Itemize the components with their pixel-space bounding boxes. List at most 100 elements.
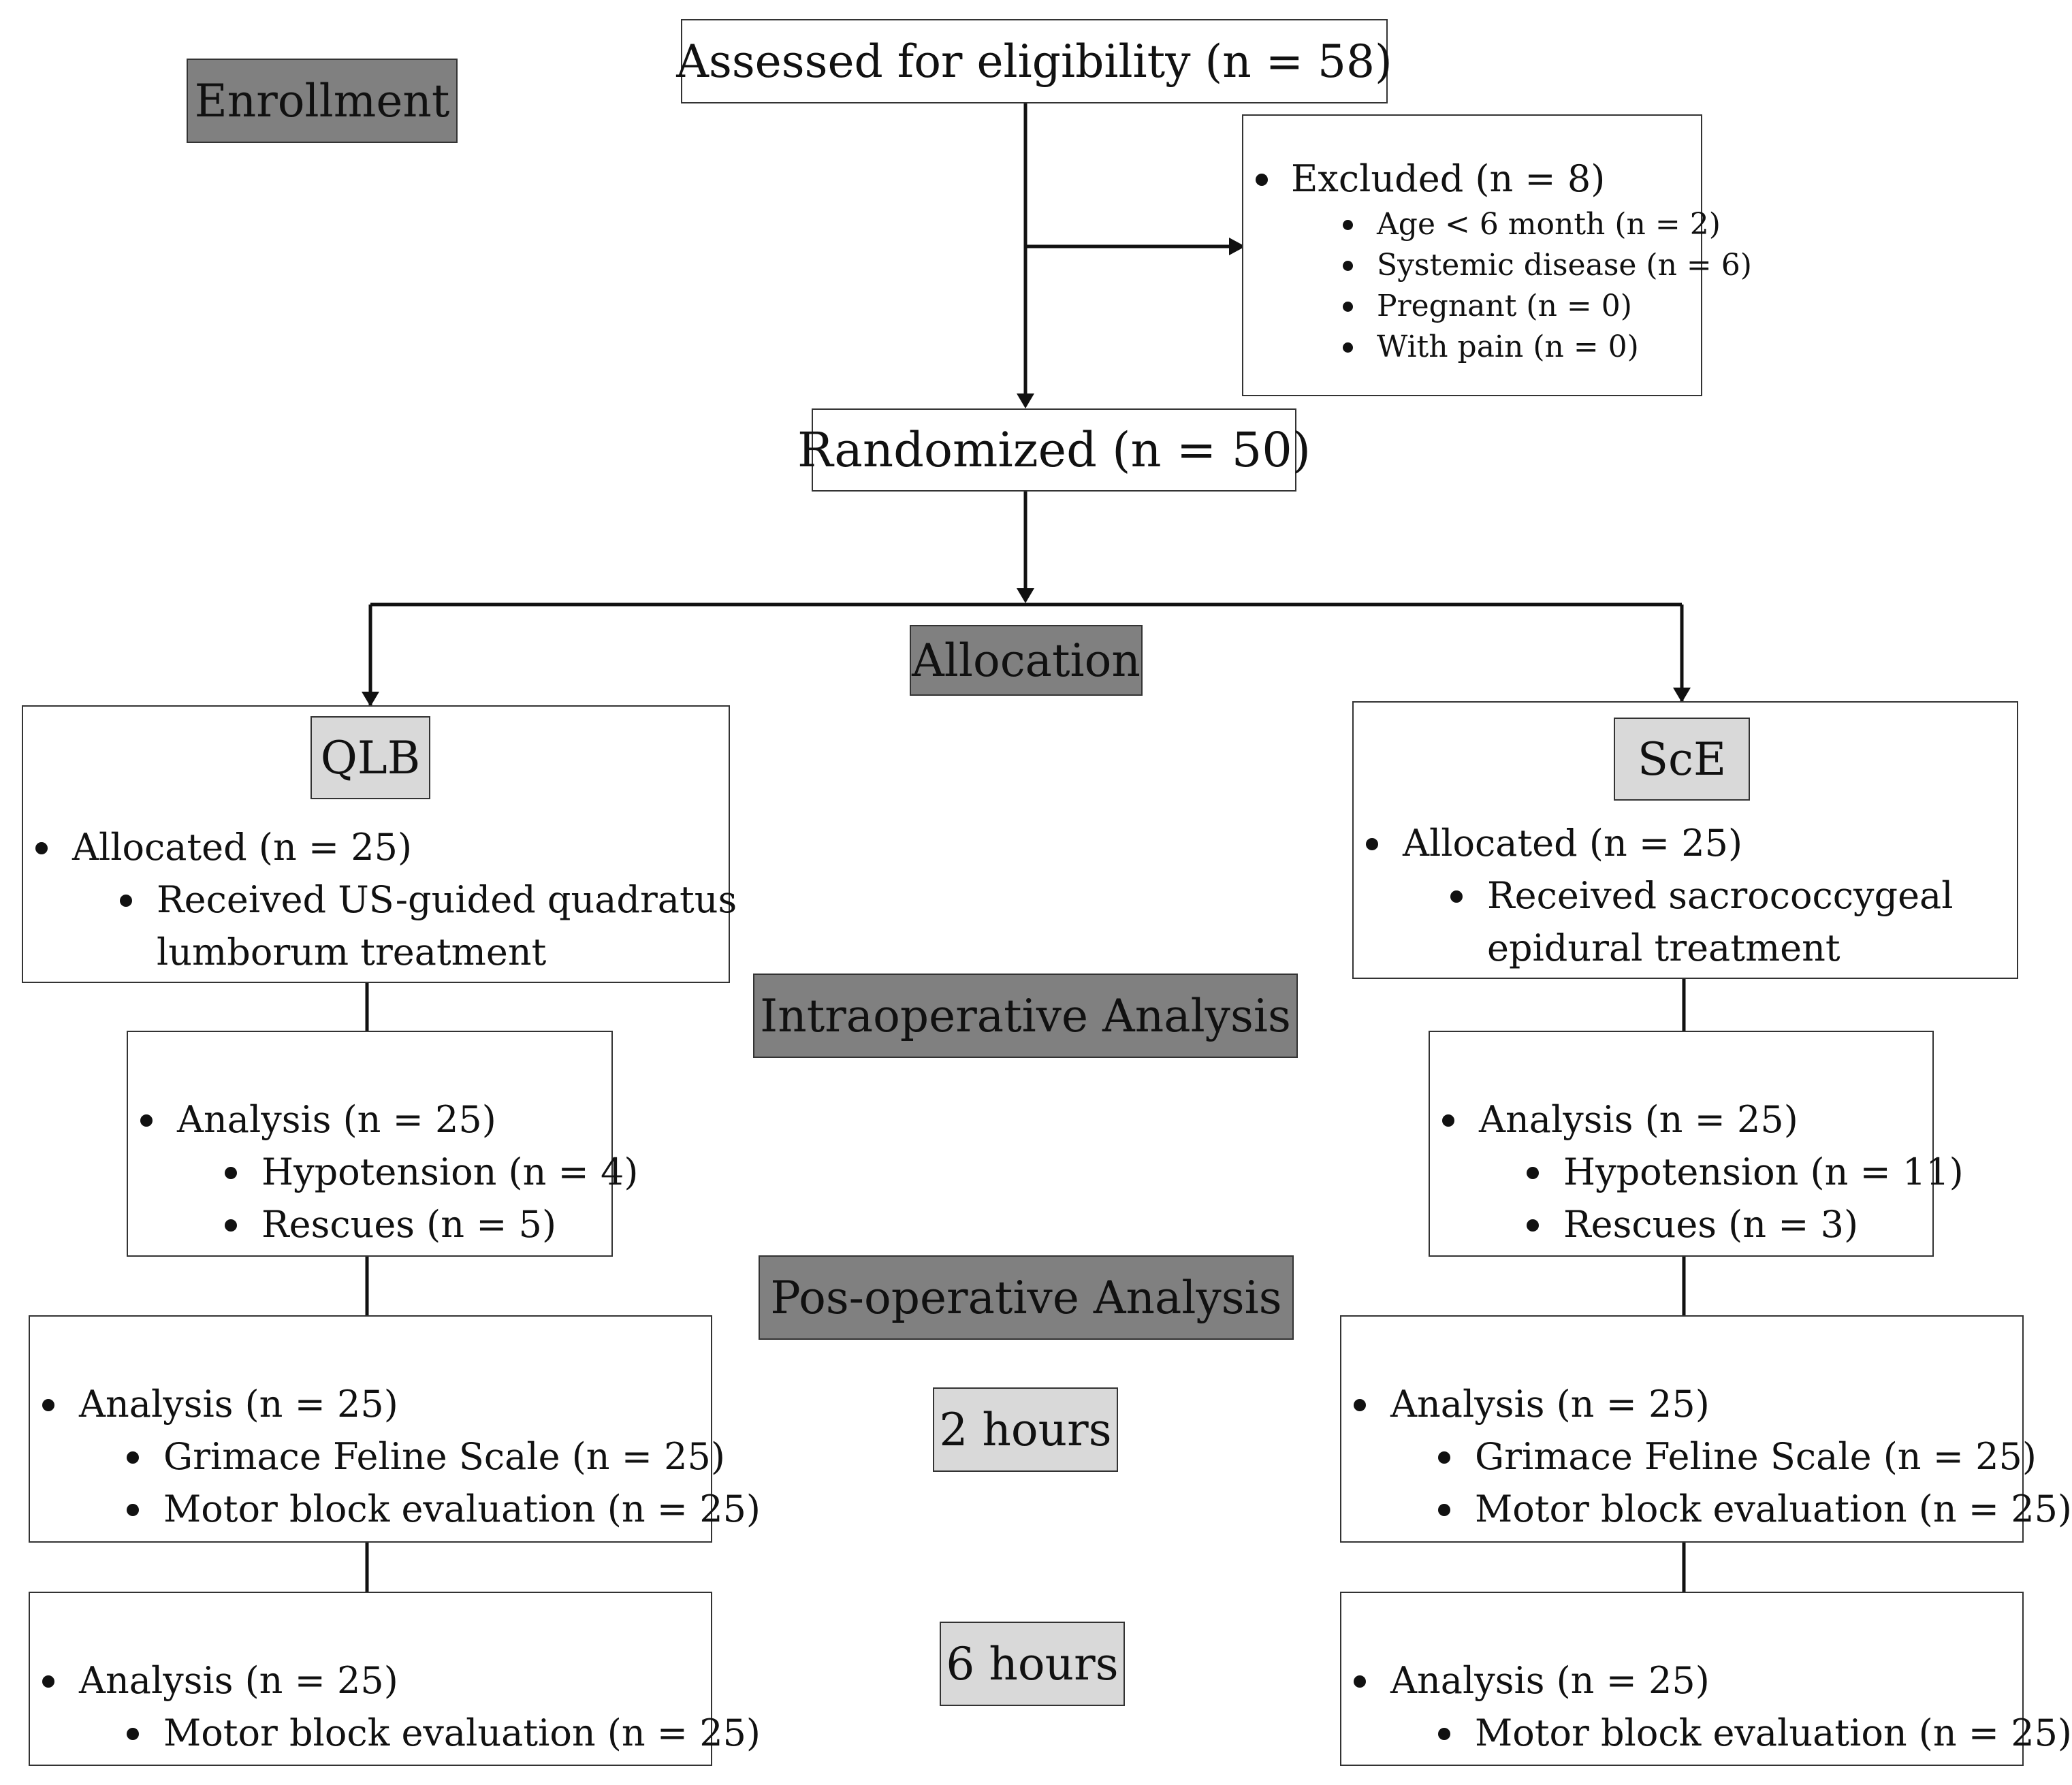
qlb-allocation-box: QLB Allocated (n = 25) Received US-guide… [22, 705, 737, 983]
sce-intraoperative-box: Analysis (n = 25) Hypotension (n = 11) R… [1429, 1031, 1964, 1257]
sce-6h-motor-text: Motor block evaluation (n = 25) [1475, 1711, 2072, 1754]
qlb-allocation-list: Allocated (n = 25) Received US-guided qu… [23, 821, 737, 978]
qlb-6h-motor: Motor block evaluation (n = 25) [30, 1707, 761, 1759]
qlb-group-label: QLB [310, 716, 430, 799]
sce-2h-grimace: Grimace Feline Scale (n = 25) [1341, 1430, 2072, 1483]
qlb-6h-box: Analysis (n = 25) Motor block evaluation… [29, 1592, 761, 1766]
sce-intra-rescues: Rescues (n = 3) [1430, 1198, 1964, 1251]
bullet-icon [1438, 1728, 1450, 1740]
sce-6h-analysis: Analysis (n = 25) [1341, 1654, 2072, 1707]
bullet-icon [35, 842, 48, 854]
sce-intra-hypotension-text: Hypotension (n = 11) [1563, 1151, 1964, 1193]
bullet-icon [1354, 1675, 1366, 1688]
qlb-2h-grimace-text: Grimace Feline Scale (n = 25) [163, 1435, 725, 1478]
sce-intra-rescues-text: Rescues (n = 3) [1563, 1203, 1859, 1246]
qlb-6h-analysis-text: Analysis (n = 25) [79, 1659, 398, 1702]
sce-received-line2: epidural treatment [1487, 927, 1840, 969]
qlb-allocated: Allocated (n = 25) [23, 821, 737, 873]
sce-2h-box: Analysis (n = 25) Grimace Feline Scale (… [1340, 1315, 2072, 1543]
qlb-intraoperative-list: Analysis (n = 25) Hypotension (n = 4) Re… [128, 1093, 638, 1251]
qlb-2h-box: Analysis (n = 25) Grimace Feline Scale (… [29, 1315, 761, 1543]
sce-6h-box: Analysis (n = 25) Motor block evaluation… [1340, 1592, 2072, 1766]
excluded-reason: Age < 6 month (n = 2) [1243, 204, 1721, 245]
bullet-icon [42, 1399, 54, 1411]
bullet-icon [127, 1728, 139, 1740]
phase-label-postoperative: Pos-operative Analysis [759, 1255, 1294, 1340]
qlb-2h-grimace: Grimace Feline Scale (n = 25) [30, 1430, 761, 1483]
bullet-icon [1527, 1167, 1539, 1179]
bullet-icon [1450, 890, 1463, 903]
randomized-text: Randomized (n = 50) [797, 422, 1311, 478]
excluded-list: Excluded (n = 8) Age < 6 month (n = 2) S… [1243, 154, 1752, 368]
bullet-icon [120, 895, 132, 907]
sce-6h-analysis-text: Analysis (n = 25) [1390, 1659, 1710, 1702]
excluded-reason: Pregnant (n = 0) [1243, 286, 1701, 327]
qlb-2h-analysis: Analysis (n = 25) [30, 1378, 761, 1430]
bullet-icon [1343, 342, 1353, 353]
bullet-icon [1366, 838, 1378, 850]
qlb-intra-hypotension: Hypotension (n = 4) [128, 1146, 638, 1198]
phase-label-enrollment: Enrollment [187, 59, 458, 143]
bullet-icon [1527, 1219, 1539, 1232]
qlb-2h-motor-text: Motor block evaluation (n = 25) [163, 1488, 761, 1530]
phase-label-intraoperative: Intraoperative Analysis [753, 974, 1298, 1058]
sce-2h-motor: Motor block evaluation (n = 25) [1341, 1483, 2072, 1535]
timepoint-label-6-hours: 6 hours [940, 1622, 1125, 1706]
sce-6h-motor: Motor block evaluation (n = 25) [1341, 1707, 2072, 1759]
sce-intraoperative-list: Analysis (n = 25) Hypotension (n = 11) R… [1430, 1093, 1964, 1251]
phase-label-postoperative-text: Pos-operative Analysis [770, 1271, 1282, 1324]
phase-label-enrollment-text: Enrollment [194, 74, 450, 127]
qlb-intra-analysis-text: Analysis (n = 25) [177, 1098, 496, 1141]
bullet-icon [1343, 261, 1353, 271]
bullet-icon [1442, 1114, 1454, 1127]
sce-intra-analysis-text: Analysis (n = 25) [1479, 1098, 1798, 1141]
bullet-icon [225, 1167, 237, 1179]
sce-allocation-box: ScE Allocated (n = 25) Received sacrococ… [1352, 701, 2018, 979]
timepoint-label-2-hours-text: 2 hours [939, 1403, 1112, 1456]
bullet-icon [1354, 1399, 1366, 1411]
sce-intra-hypotension: Hypotension (n = 11) [1430, 1146, 1964, 1198]
assessed-box: Assessed for eligibility (n = 58) [676, 19, 1392, 103]
sce-received: Received sacrococcygeal [1354, 869, 1954, 922]
sce-2h-list: Analysis (n = 25) Grimace Feline Scale (… [1341, 1378, 2072, 1535]
qlb-received-line2: lumborum treatment [157, 931, 547, 974]
qlb-received-continuation: lumborum treatment [23, 926, 737, 978]
bullet-icon [1343, 302, 1353, 312]
qlb-intra-analysis: Analysis (n = 25) [128, 1093, 638, 1146]
qlb-group-name: QLB [320, 731, 421, 784]
excluded-reason-text: With pain (n = 0) [1377, 329, 1639, 364]
qlb-intra-rescues: Rescues (n = 5) [128, 1198, 638, 1251]
sce-group-label: ScE [1614, 718, 1750, 801]
sce-2h-grimace-text: Grimace Feline Scale (n = 25) [1475, 1435, 2037, 1478]
excluded-reason-text: Pregnant (n = 0) [1377, 289, 1632, 323]
bullet-icon [1438, 1451, 1450, 1464]
qlb-6h-list: Analysis (n = 25) Motor block evaluation… [30, 1654, 761, 1759]
qlb-2h-motor: Motor block evaluation (n = 25) [30, 1483, 761, 1535]
sce-allocation-list: Allocated (n = 25) Received sacrococcyge… [1354, 817, 1954, 974]
excluded-title-text: Excluded (n = 8) [1291, 157, 1606, 200]
qlb-6h-analysis: Analysis (n = 25) [30, 1654, 761, 1707]
bullet-icon [42, 1675, 54, 1688]
sce-received-continuation: epidural treatment [1354, 922, 1954, 974]
sce-allocated: Allocated (n = 25) [1354, 817, 1954, 869]
arrowhead-randomized [1017, 393, 1034, 408]
excluded-title: Excluded (n = 8) [1243, 154, 1701, 204]
bullet-icon [1343, 220, 1353, 230]
assessed-text: Assessed for eligibility (n = 58) [676, 35, 1392, 88]
timepoint-label-2-hours: 2 hours [933, 1387, 1118, 1472]
qlb-received-line1: Received US-guided quadratus [157, 878, 737, 921]
qlb-received: Received US-guided quadratus [23, 873, 737, 926]
arrowhead-sce [1673, 688, 1691, 703]
excluded-reason-text: Systemic disease (n = 6) [1377, 248, 1752, 283]
excluded-reason-text: Age < 6 month (n = 2) [1377, 207, 1721, 242]
phase-label-intraoperative-text: Intraoperative Analysis [760, 989, 1291, 1042]
bullet-icon [127, 1504, 139, 1516]
qlb-allocated-text: Allocated (n = 25) [72, 826, 413, 869]
arrowhead-qlb [362, 692, 379, 707]
sce-2h-motor-text: Motor block evaluation (n = 25) [1475, 1488, 2072, 1530]
sce-intra-analysis: Analysis (n = 25) [1430, 1093, 1964, 1146]
excluded-box: Excluded (n = 8) Age < 6 month (n = 2) S… [1242, 114, 1752, 396]
qlb-intra-rescues-text: Rescues (n = 5) [261, 1203, 557, 1246]
randomized-box: Randomized (n = 50) [797, 408, 1311, 492]
